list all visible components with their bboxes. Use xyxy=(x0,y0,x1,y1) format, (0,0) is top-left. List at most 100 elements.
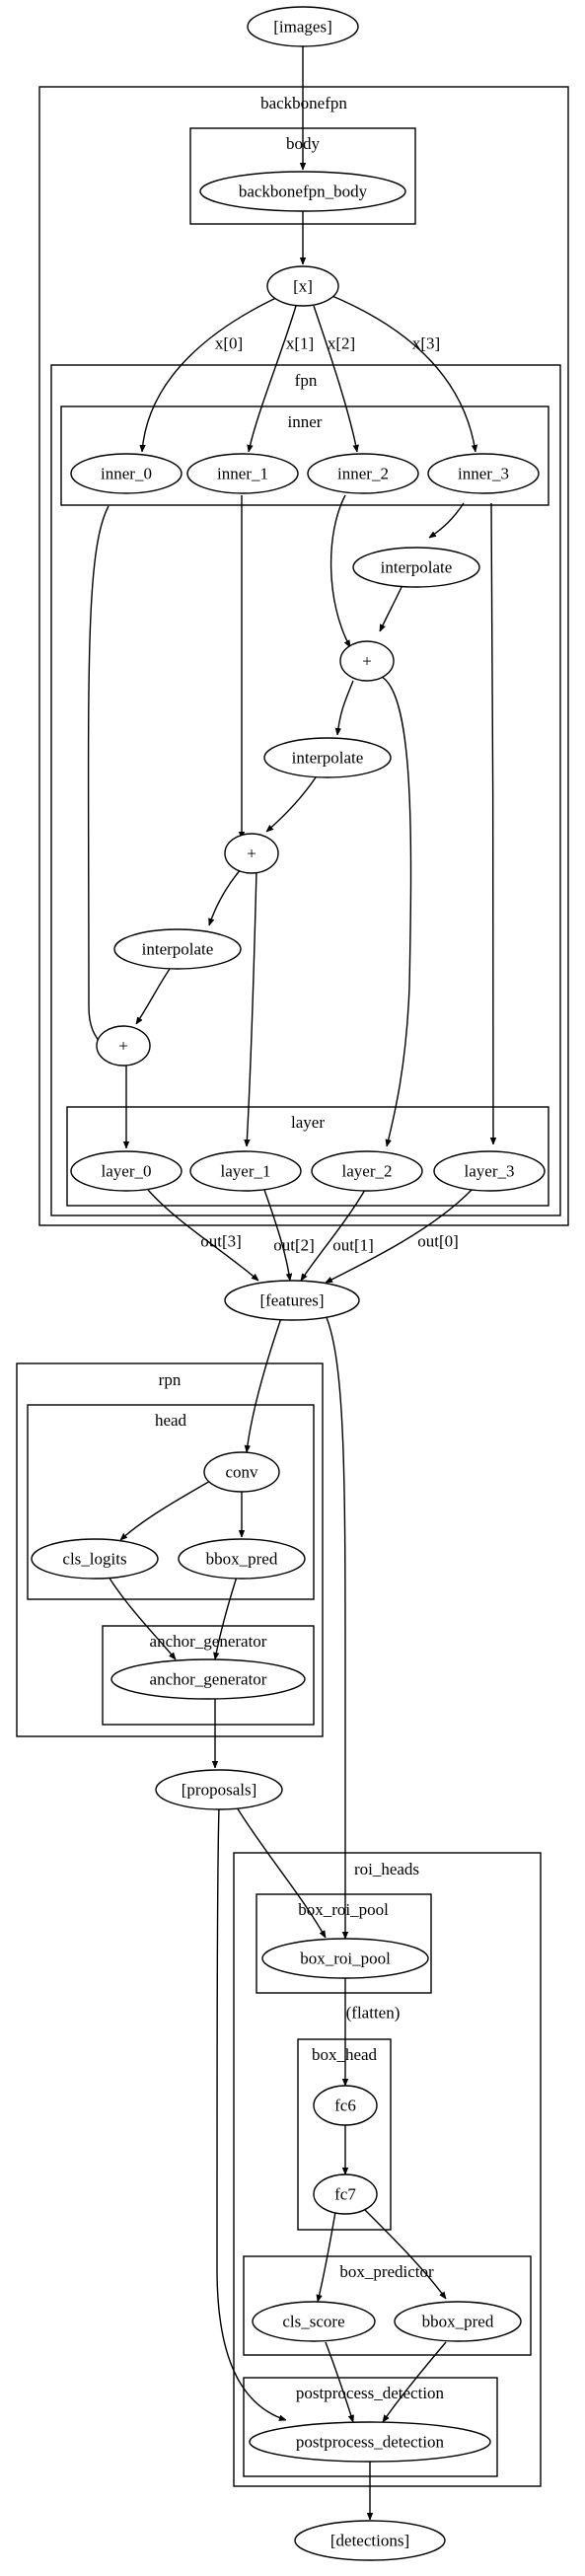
edge-layer2-to-features xyxy=(300,1189,366,1281)
node-label-backbonefpn-body: backbonefpn_body xyxy=(239,183,368,201)
edge-interpolate3-to-add2 xyxy=(379,584,403,631)
edge-x-to-inner3 xyxy=(327,293,475,452)
edge-cls-logits-to-anchor-generator xyxy=(108,1576,176,1659)
cluster-anchor-generator: anchor_generator xyxy=(102,1625,315,1726)
node-label-inner-1: inner_1 xyxy=(217,465,268,483)
edge-labels: x[0] x[1] x[2] x[3] out[3] out[2] out[1]… xyxy=(200,334,459,2023)
node-inner-1: inner_1 xyxy=(186,453,299,494)
cluster-layer: layer xyxy=(66,1106,549,1207)
node-label-proposals: [proposals] xyxy=(182,1781,256,1800)
edge-layer0-to-features xyxy=(147,1189,258,1281)
node-add-0: + xyxy=(96,1025,151,1067)
node-label-postprocess-detection: postprocess_detection xyxy=(296,2433,445,2452)
edge-label-out1: out[1] xyxy=(332,1236,374,1255)
node-interpolate-3: interpolate xyxy=(352,547,480,588)
node-cls-score: cls_score xyxy=(252,2301,376,2342)
edge-label-x3: x[3] xyxy=(412,334,440,353)
edge-label-x0: x[0] xyxy=(215,334,243,353)
node-fc7: fc7 xyxy=(313,2173,378,2215)
node-label-layer-3: layer_3 xyxy=(465,1162,515,1181)
node-box-roi-pool: box_roi_pool xyxy=(261,1938,429,1979)
edge-interpolate2-to-add1 xyxy=(266,776,317,832)
cluster-label-head: head xyxy=(155,1411,187,1430)
edge-inner0-to-add0 xyxy=(87,505,110,1048)
node-label-anchor-generator: anchor_generator xyxy=(150,1670,267,1689)
node-label-cls-score: cls_score xyxy=(282,2313,344,2331)
node-proposals: [proposals] xyxy=(155,1769,283,1810)
cluster-label-box-predictor: box_predictor xyxy=(339,2262,434,2281)
node-label-inner-2: inner_2 xyxy=(337,465,389,483)
cluster-inner: inner xyxy=(60,405,549,506)
node-layer-1: layer_1 xyxy=(189,1150,302,1192)
cluster-label-backbonefpn: backbonefpn xyxy=(260,94,347,112)
node-add-2: + xyxy=(339,640,395,682)
node-backbonefpn-body: backbonefpn_body xyxy=(199,171,406,212)
edge-fc7-to-bbox-pred xyxy=(364,2209,447,2299)
node-label-inner-3: inner_3 xyxy=(458,465,509,483)
node-inner-3: inner_3 xyxy=(427,453,540,494)
node-inner-2: inner_2 xyxy=(307,453,419,494)
node-label-interpolate-1: interpolate xyxy=(142,940,214,959)
node-label-features: [features] xyxy=(259,1291,324,1310)
node-inner-0: inner_0 xyxy=(70,453,183,494)
edge-label-out3: out[3] xyxy=(200,1232,242,1251)
edge-cls-score-to-postprocess xyxy=(325,2341,353,2422)
node-label-bbox-pred-rpn: bbox_pred xyxy=(206,1550,278,1569)
edge-interpolate1-to-add0 xyxy=(135,968,171,1024)
edge-inner2-to-add2 xyxy=(329,494,351,647)
edge-label-x1: x[1] xyxy=(286,334,314,353)
node-conv: conv xyxy=(203,1451,280,1493)
edge-add2-to-interpolate2 xyxy=(337,680,354,735)
node-postprocess-detection: postprocess_detection xyxy=(249,2421,491,2463)
edge-x-to-inner0 xyxy=(142,295,281,452)
node-x: [x] xyxy=(266,265,339,307)
node-bbox-pred-rpn: bbox_pred xyxy=(178,1538,306,1580)
edge-label-out0: out[0] xyxy=(417,1232,459,1251)
cluster-box-roi-pool: box_roi_pool xyxy=(256,1893,432,1994)
cluster-box-predictor: box_predictor xyxy=(243,2255,532,2356)
node-cls-logits: cls_logits xyxy=(31,1538,159,1580)
node-detections: [detections] xyxy=(294,2520,446,2561)
edge-x-to-inner2 xyxy=(313,305,357,452)
node-interpolate-1: interpolate xyxy=(113,928,242,970)
cluster-label-box-head: box_head xyxy=(312,2045,378,2064)
cluster-label-anchor-generator: anchor_generator xyxy=(150,1632,267,1651)
node-label-bbox-pred: bbox_pred xyxy=(422,2313,494,2331)
node-layer-3: layer_3 xyxy=(433,1150,546,1192)
node-label-interpolate-2: interpolate xyxy=(292,749,364,768)
node-label-layer-2: layer_2 xyxy=(342,1162,393,1181)
node-label-box-roi-pool: box_roi_pool xyxy=(300,1950,391,1968)
node-label-add-0: + xyxy=(118,1037,128,1056)
edge-add2-to-layer2 xyxy=(379,675,412,1146)
node-fc6: fc6 xyxy=(313,2085,378,2126)
edge-bbox-pred-to-postprocess xyxy=(382,2341,447,2422)
node-label-fc7: fc7 xyxy=(334,2185,356,2204)
cluster-label-inner: inner xyxy=(288,412,323,431)
edge-bbox-pred-rpn-to-anchor-generator xyxy=(215,1576,238,1659)
cluster-roi-heads: roi_heads xyxy=(233,1852,542,2487)
edge-features-to-box-roi-pool xyxy=(325,1314,345,1939)
edge-layer1-to-features xyxy=(263,1189,290,1281)
edge-layer3-to-features xyxy=(326,1189,473,1284)
cluster-label-layer: layer xyxy=(291,1113,325,1132)
cluster-label-rpn: rpn xyxy=(159,1370,182,1389)
node-layer-2: layer_2 xyxy=(311,1150,423,1192)
cluster-label-roi-heads: roi_heads xyxy=(354,1860,419,1878)
node-label-detections: [detections] xyxy=(330,2532,409,2550)
node-label-fc6: fc6 xyxy=(334,2097,356,2115)
cluster-label-fpn: fpn xyxy=(295,371,318,390)
node-images: [images] xyxy=(247,6,359,47)
cluster-backbonefpn: backbonefpn xyxy=(38,86,569,1226)
cluster-label-box-roi-pool: box_roi_pool xyxy=(298,1900,389,1919)
edge-label-flatten: (flatten) xyxy=(346,2004,401,2023)
edge-add1-to-layer1 xyxy=(247,869,257,1146)
node-label-images: [images] xyxy=(273,18,331,37)
edge-fc7-to-cls-score xyxy=(318,2211,336,2302)
cluster-box-head: box_head xyxy=(297,2038,392,2231)
node-label-add-1: + xyxy=(247,845,256,863)
node-label-inner-0: inner_0 xyxy=(101,465,152,483)
edge-label-x2: x[2] xyxy=(328,334,355,353)
edge-x-to-inner1 xyxy=(249,305,297,452)
node-label-conv: conv xyxy=(225,1463,258,1482)
